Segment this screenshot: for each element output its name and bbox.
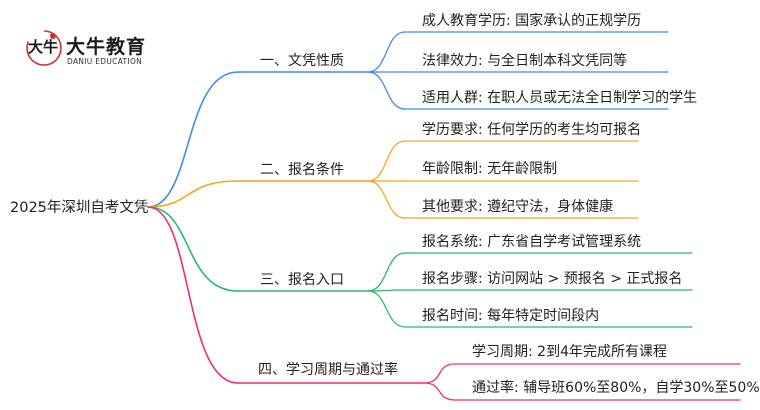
leaf-node[interactable]: 法律效力: 与全日制本科文凭同等 bbox=[422, 53, 628, 69]
leaf-node[interactable]: 适用人群: 在职人员或无法全日制学习的学生 bbox=[422, 90, 698, 106]
svg-text:大牛: 大牛 bbox=[28, 38, 58, 56]
leaf-node[interactable]: 学习周期: 2到4年完成所有课程 bbox=[472, 344, 667, 360]
root-node[interactable]: 2025年深圳自考文凭 bbox=[10, 200, 149, 216]
logo-name-en: DANIU EDUCATION bbox=[67, 57, 143, 66]
leaf-node[interactable]: 学历要求: 任何学历的考生均可报名 bbox=[422, 122, 642, 138]
logo-mark-icon: 大牛 bbox=[26, 30, 62, 66]
brand-logo: 大牛 大牛教育 DANIU EDUCATION bbox=[22, 28, 192, 72]
branch-node-2[interactable]: 二、报名条件 bbox=[260, 162, 344, 178]
branch-node-3[interactable]: 三、报名入口 bbox=[260, 272, 344, 288]
branch-node-1[interactable]: 一、文凭性质 bbox=[260, 53, 344, 69]
leaf-node[interactable]: 年龄限制: 无年龄限制 bbox=[422, 161, 558, 177]
leaf-node[interactable]: 成人教育学历: 国家承认的正规学历 bbox=[422, 13, 642, 29]
leaf-node[interactable]: 其他要求: 遵纪守法，身体健康 bbox=[422, 199, 614, 215]
logo-name-cn: 大牛教育 bbox=[66, 36, 147, 58]
branch-node-4[interactable]: 四、学习周期与通过率 bbox=[258, 362, 398, 378]
leaf-node[interactable]: 报名步骤: 访问网站 > 预报名 > 正式报名 bbox=[422, 271, 683, 287]
leaf-node[interactable]: 报名时间: 每年特定时间段内 bbox=[422, 308, 600, 324]
leaf-node[interactable]: 报名系统: 广东省自学考试管理系统 bbox=[422, 234, 642, 250]
leaf-node[interactable]: 通过率: 辅导班60%至80%，自学30%至50% bbox=[472, 380, 760, 396]
